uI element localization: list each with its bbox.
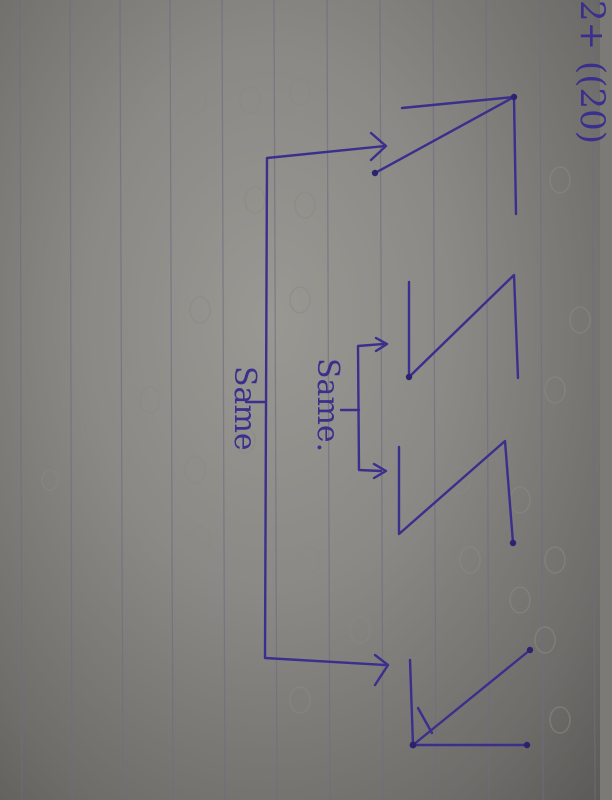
outer-bracket-arrow-top — [369, 131, 388, 162]
show-through-marks — [41, 78, 591, 734]
outer-bracket — [263, 144, 387, 667]
margin-note: 2+ ((20) — [572, 0, 612, 144]
ruled-lines — [19, 0, 596, 800]
zigzag-1 — [373, 95, 516, 175]
inner-bracket — [356, 342, 385, 473]
zigzag-2 — [407, 273, 520, 380]
outer-bracket-arrow-bottom — [373, 653, 390, 687]
zigzag-4-inner — [416, 706, 434, 735]
inner-bracket-arrow-top — [374, 336, 389, 353]
outer-bracket-label: Same — [227, 366, 262, 451]
inner-bracket-label: Same. — [310, 358, 345, 453]
zigzag-3 — [397, 439, 515, 545]
zigzag-4 — [408, 648, 532, 747]
ink-drawing — [244, 93, 534, 749]
zigzag-1-tick — [512, 95, 518, 216]
inner-bracket-arrow-bottom — [372, 462, 388, 480]
